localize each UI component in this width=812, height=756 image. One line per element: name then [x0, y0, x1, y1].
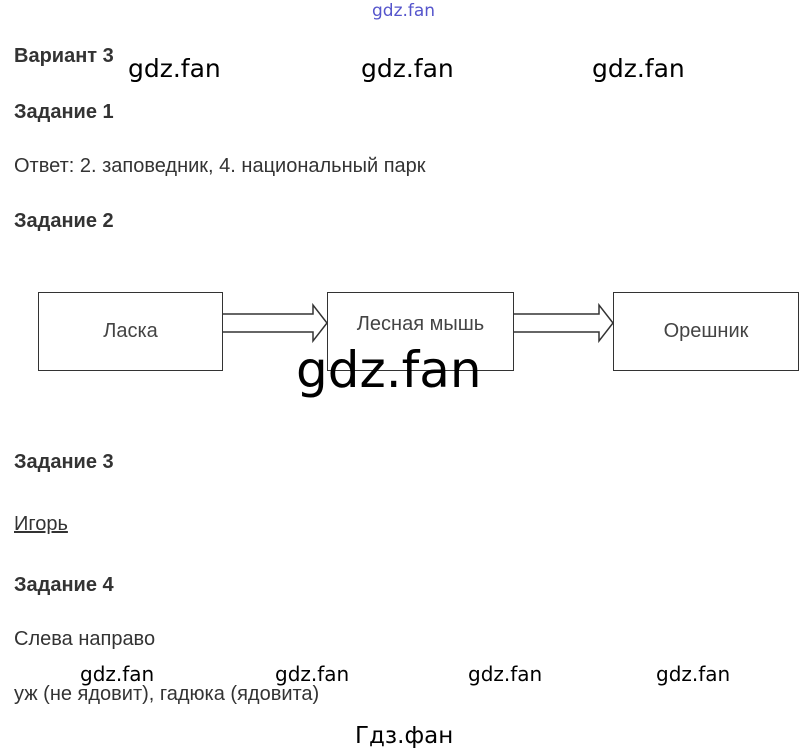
watermark-center: gdz.fan	[296, 341, 482, 399]
task3-heading: Задание 3	[14, 451, 114, 473]
watermark: gdz.fan	[80, 662, 155, 686]
watermark: gdz.fan	[361, 54, 454, 83]
task2-heading: Задание 2	[14, 210, 114, 232]
chain-box-weasel: Ласка	[38, 292, 223, 371]
watermark: gdz.fan	[275, 662, 350, 686]
arrow-icon	[513, 302, 614, 344]
watermark-bottom: Гдз.фан	[355, 723, 454, 749]
task1-answer: Ответ: 2. заповедник, 4. национальный па…	[14, 155, 426, 177]
chain-label: Орешник	[663, 320, 749, 342]
task3-answer: Игорь	[14, 513, 68, 535]
task4-line1: Слева направо	[14, 628, 156, 650]
watermark: gdz.fan	[468, 662, 543, 686]
watermark: gdz.fan	[656, 662, 731, 686]
chain-box-mouse: Лесная мышь	[327, 292, 514, 371]
task4-line2: уж (не ядовит), гадюка (ядовита)	[14, 683, 320, 705]
watermark-top: gdz.fan	[372, 1, 436, 21]
task4-heading: Задание 4	[14, 574, 114, 596]
task1-heading: Задание 1	[14, 101, 114, 123]
chain-label: Лесная мышь	[356, 313, 485, 335]
watermark: gdz.fan	[128, 54, 221, 83]
arrow-icon	[222, 302, 328, 344]
watermark: gdz.fan	[592, 54, 685, 83]
chain-label: Ласка	[103, 320, 158, 342]
variant-title: Вариант 3	[14, 45, 114, 67]
chain-box-hazel: Орешник	[613, 292, 799, 371]
